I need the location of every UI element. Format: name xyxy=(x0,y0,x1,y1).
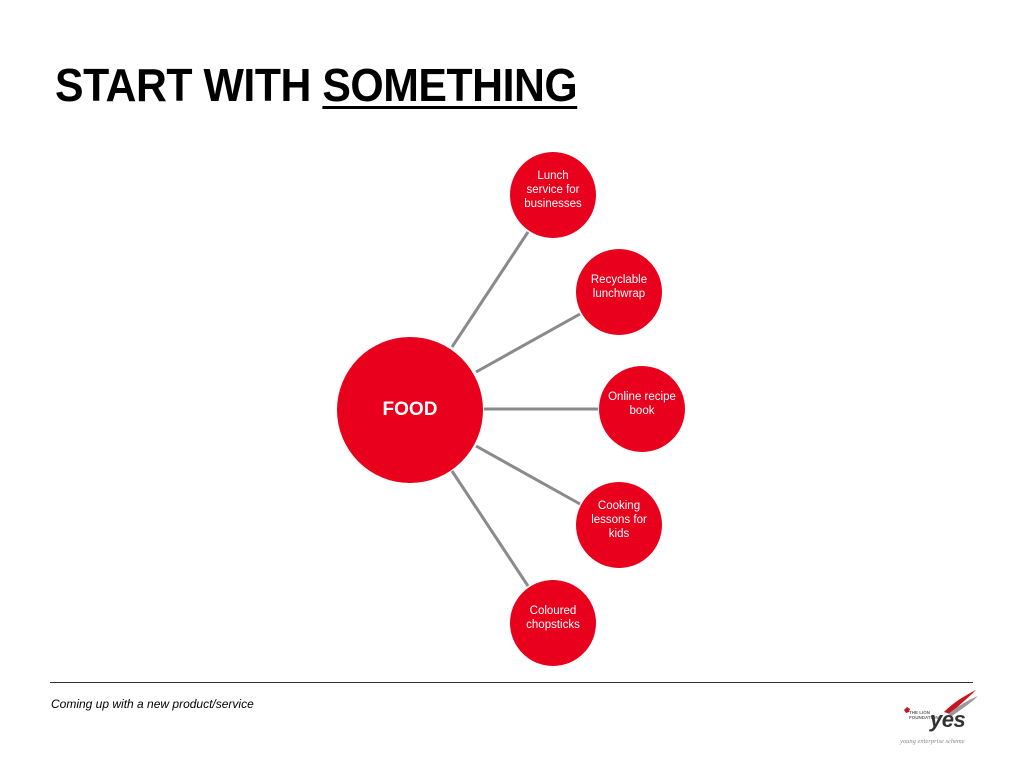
logo-wordmark: yes xyxy=(930,707,966,732)
branch-node-1 xyxy=(510,152,596,238)
logo-tagline: young enterprise scheme xyxy=(900,738,965,745)
connector-line-4 xyxy=(475,444,581,506)
footer-caption: Coming up with a new product/service xyxy=(51,697,254,711)
branch-node-4 xyxy=(576,482,662,568)
slide-title: START WITH SOMETHING xyxy=(55,58,578,112)
title-prefix: START WITH xyxy=(55,59,323,111)
logo-swoosh-icon xyxy=(904,690,978,716)
mind-map-diagram xyxy=(337,152,685,666)
footer-divider xyxy=(50,682,973,683)
connector-lines xyxy=(450,231,598,587)
hub-node xyxy=(337,337,483,483)
connector-line-1 xyxy=(450,231,530,348)
connector-line-2 xyxy=(475,312,581,374)
logo-org-name: THE LION FOUNDATION xyxy=(909,710,939,720)
title-emphasis: SOMETHING xyxy=(322,59,578,111)
branch-node-5 xyxy=(510,580,596,666)
diagram-nodes xyxy=(337,152,685,666)
branch-node-2 xyxy=(576,249,662,335)
yes-logo: THE LION FOUNDATION yes young enterprise… xyxy=(896,688,980,748)
branch-node-3 xyxy=(599,366,685,452)
connector-line-5 xyxy=(450,470,530,587)
